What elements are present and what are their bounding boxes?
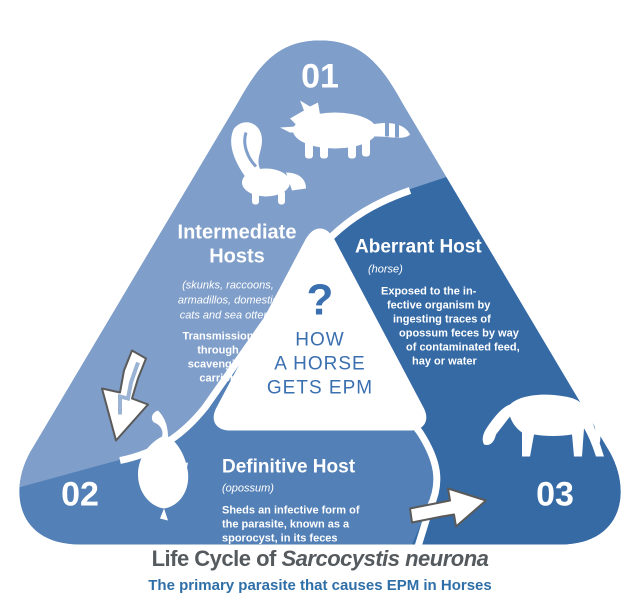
footer-title-prefix: Life Cycle of xyxy=(151,546,282,571)
definitive-desc-1: Sheds an infective form of xyxy=(222,505,360,517)
raccoon-icon xyxy=(280,100,410,159)
step-number-02: 02 xyxy=(61,476,99,514)
skunk-icon xyxy=(231,122,306,205)
definitive-title: Definitive Host xyxy=(222,457,356,478)
intermediate-example-2: armadillos, domestic xyxy=(178,295,279,307)
footer-title: Life Cycle of Sarcocystis neurona xyxy=(0,546,640,572)
arrow-right-icon xyxy=(409,487,487,528)
intermediate-note-1: Transmission xyxy=(183,331,254,343)
center-line-2: A HORSE xyxy=(274,354,365,375)
footer-title-species: Sarcocystis neurona xyxy=(281,546,489,571)
opossum-icon xyxy=(138,410,189,521)
intermediate-title-2: Hosts xyxy=(209,246,265,268)
intermediate-note-2: through xyxy=(197,345,239,357)
aberrant-desc-1: Exposed to the in- xyxy=(381,286,477,298)
aberrant-desc-3: ingesting traces of xyxy=(393,314,491,326)
center-triangle xyxy=(213,228,427,431)
arrow-down-left-icon xyxy=(101,349,149,442)
step-number-01: 01 xyxy=(301,58,339,96)
definitive-desc-3: sporocyst, in its feces xyxy=(222,533,338,545)
step-number-03: 03 xyxy=(536,476,574,514)
intermediate-note-3: scavenging xyxy=(188,359,249,371)
intermediate-example-1: (skunks, raccoons, xyxy=(182,280,274,292)
intermediate-note-4: carrion xyxy=(199,373,237,385)
definitive-subtitle: (opossum) xyxy=(222,483,274,495)
intermediate-title-1: Intermediate xyxy=(178,222,297,244)
aberrant-desc-6: hay or water xyxy=(412,356,478,368)
footer-subtitle: The primary parasite that causes EPM in … xyxy=(148,577,492,594)
aberrant-desc-4: opossum feces by way xyxy=(399,328,520,340)
center-line-3: GETS EPM xyxy=(267,378,373,399)
intermediate-example-3: cats and sea otters) xyxy=(180,310,277,322)
aberrant-title: Aberrant Host xyxy=(355,237,482,258)
center-line-1: HOW xyxy=(295,330,344,351)
question-mark: ? xyxy=(307,276,334,325)
horse-icon xyxy=(482,394,604,457)
aberrant-subtitle: (horse) xyxy=(368,264,403,276)
aberrant-desc-5: of contaminated feed, xyxy=(406,342,520,354)
definitive-desc-2: the parasite, known as a xyxy=(222,519,350,531)
aberrant-desc-2: fective organism by xyxy=(387,300,491,312)
